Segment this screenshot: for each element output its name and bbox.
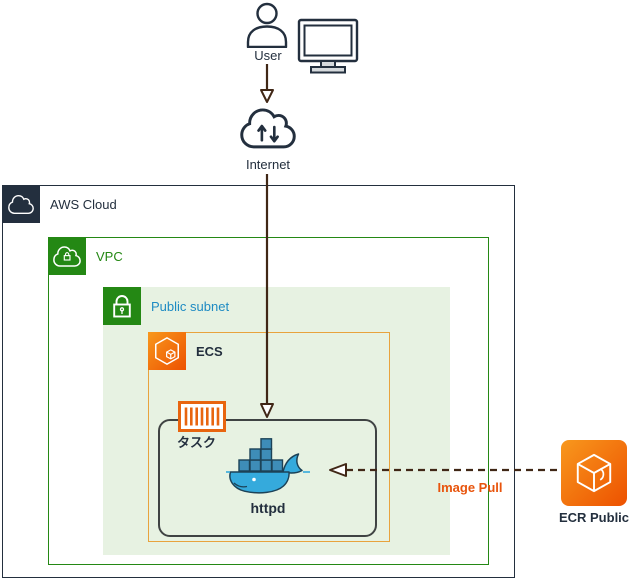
task-box [158, 419, 377, 537]
ecs-box [148, 332, 390, 542]
ecr-public-icon [561, 440, 627, 506]
httpd-label: httpd [250, 500, 286, 516]
ecs-service-icon [148, 332, 186, 370]
image-pull-label: Image Pull [437, 480, 503, 495]
internet-cloud-icon [240, 108, 296, 149]
vpc-box [48, 237, 489, 565]
public-subnet-box [103, 287, 450, 555]
vpc-cloud-lock-icon [48, 237, 86, 275]
arrow-internet-to-task [260, 174, 274, 418]
task-definition-icon [178, 401, 226, 432]
internet-label: Internet [245, 157, 291, 172]
aws-cloud-icon [2, 185, 40, 223]
aws-cloud-box [2, 185, 515, 578]
task-label: タスク [177, 435, 217, 450]
user-label: User [254, 48, 282, 63]
arrow-user-to-internet [260, 64, 274, 103]
monitor-icon [297, 18, 359, 74]
arrow-ecr-to-container [329, 463, 562, 477]
ecr-public-label: ECR Public [558, 510, 630, 525]
person-icon [246, 2, 288, 48]
ecs-label: ECS [196, 344, 223, 359]
public-subnet-label: Public subnet [151, 299, 230, 314]
public-subnet-lock-icon [103, 287, 141, 325]
aws-cloud-label: AWS Cloud [50, 197, 117, 212]
docker-whale-icon [226, 438, 310, 494]
vpc-label: VPC [96, 249, 123, 264]
